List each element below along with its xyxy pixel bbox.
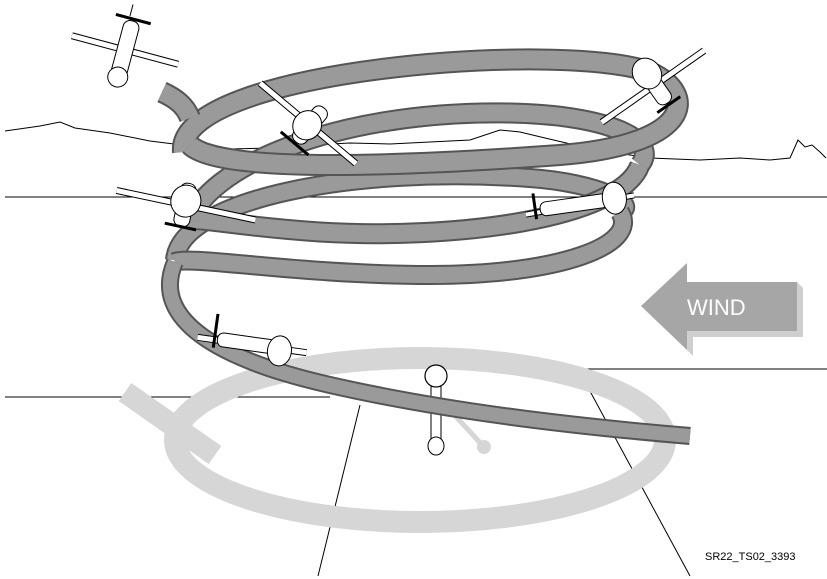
field-line-left [318,405,360,576]
figure-id-label: SR22_TS02_3393 [705,551,796,563]
ground-target-pattern [125,358,665,522]
wind-arrow: WIND [641,263,803,356]
wind-label: WIND [687,295,746,320]
